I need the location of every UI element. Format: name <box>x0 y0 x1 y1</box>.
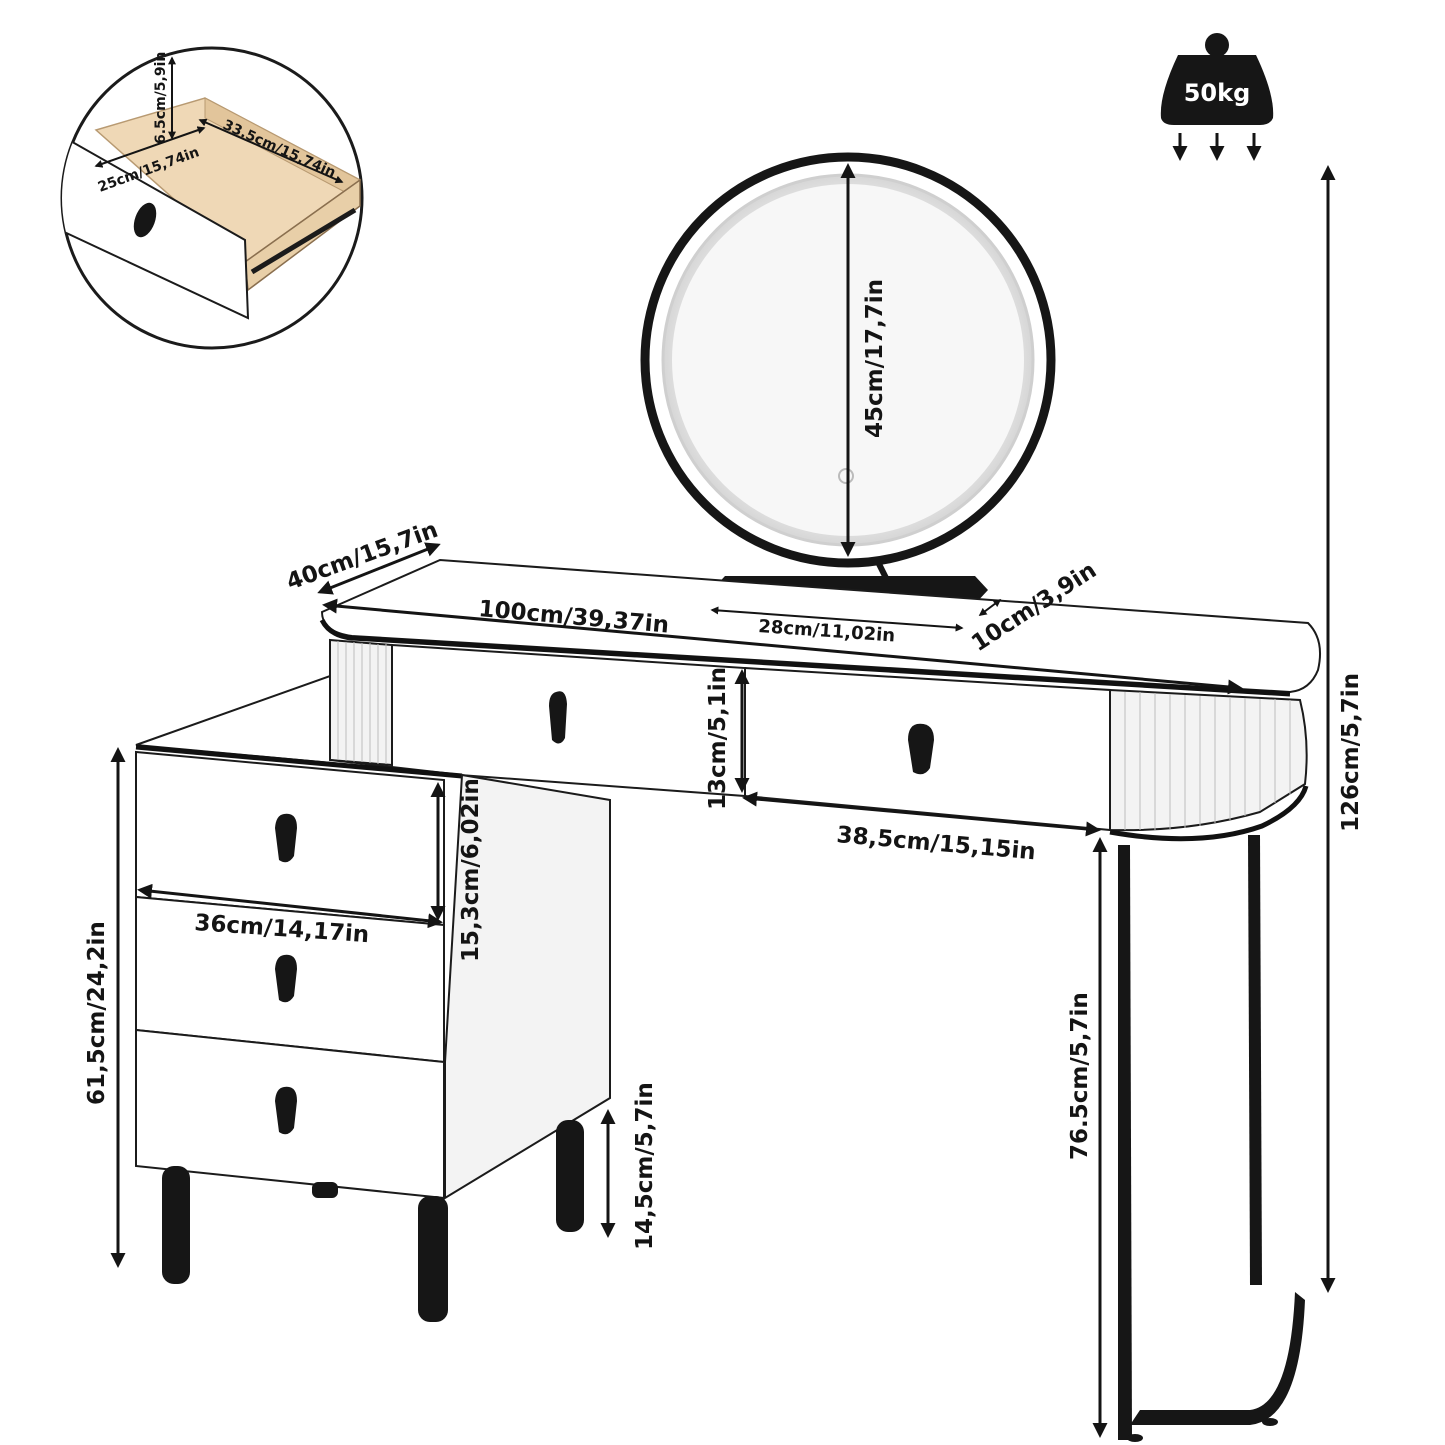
fluted-panel-left <box>329 638 393 767</box>
drawer-handle-icon <box>133 202 157 238</box>
weight-capacity-badge: 50kg <box>1160 33 1274 161</box>
handle-icon <box>549 691 567 744</box>
weight-icon <box>1160 55 1274 125</box>
cabinet-side <box>444 773 611 1200</box>
drawer-inner-height-label: 6.5cm/5,9in <box>153 52 169 144</box>
down-arrows-icon <box>1172 133 1262 161</box>
dimension-lines <box>110 163 1336 1438</box>
cabinet-leg <box>418 1196 448 1322</box>
weight-text: 50kg <box>1184 79 1251 107</box>
side-cabinet <box>135 674 611 1322</box>
cabinet-leg <box>556 1120 584 1232</box>
drawer-detail-inset: 6.5cm/5,9in 33.5cm/15,74in 25cm/15,74in <box>60 46 364 350</box>
cabinet-leg-height-label: 14,5cm/5,7in <box>632 1082 658 1250</box>
handle-icon <box>275 1086 297 1135</box>
cabinet-drawer-height-label: 15,3cm/6,02in <box>458 778 484 962</box>
top-drawer-width-label: 38,5cm/15,15in <box>835 822 1036 865</box>
handle-icon <box>275 954 297 1003</box>
handle-icon <box>275 813 297 863</box>
cabinet-leg <box>162 1166 190 1284</box>
dimension-labels: 45cm/17,7in 126cm/5,7in 76.5cm/5,7in 40c… <box>84 279 1364 1250</box>
front-leg <box>1118 845 1132 1440</box>
weight-knob-icon <box>1205 33 1229 57</box>
cabinet-height-label: 61,5cm/24,2in <box>84 921 110 1105</box>
back-leg <box>1248 835 1262 1285</box>
handle-icon <box>908 723 934 775</box>
base-frame <box>1130 1292 1305 1425</box>
total-height-label: 126cm/5,7in <box>1338 673 1364 832</box>
desk-height-label: 76.5cm/5,7in <box>1067 992 1093 1160</box>
top-drawer-height-label: 13cm/5,1in <box>705 667 731 810</box>
fluted-panel-right <box>1109 688 1308 832</box>
mirror-diameter-label: 45cm/17,7in <box>862 279 888 438</box>
